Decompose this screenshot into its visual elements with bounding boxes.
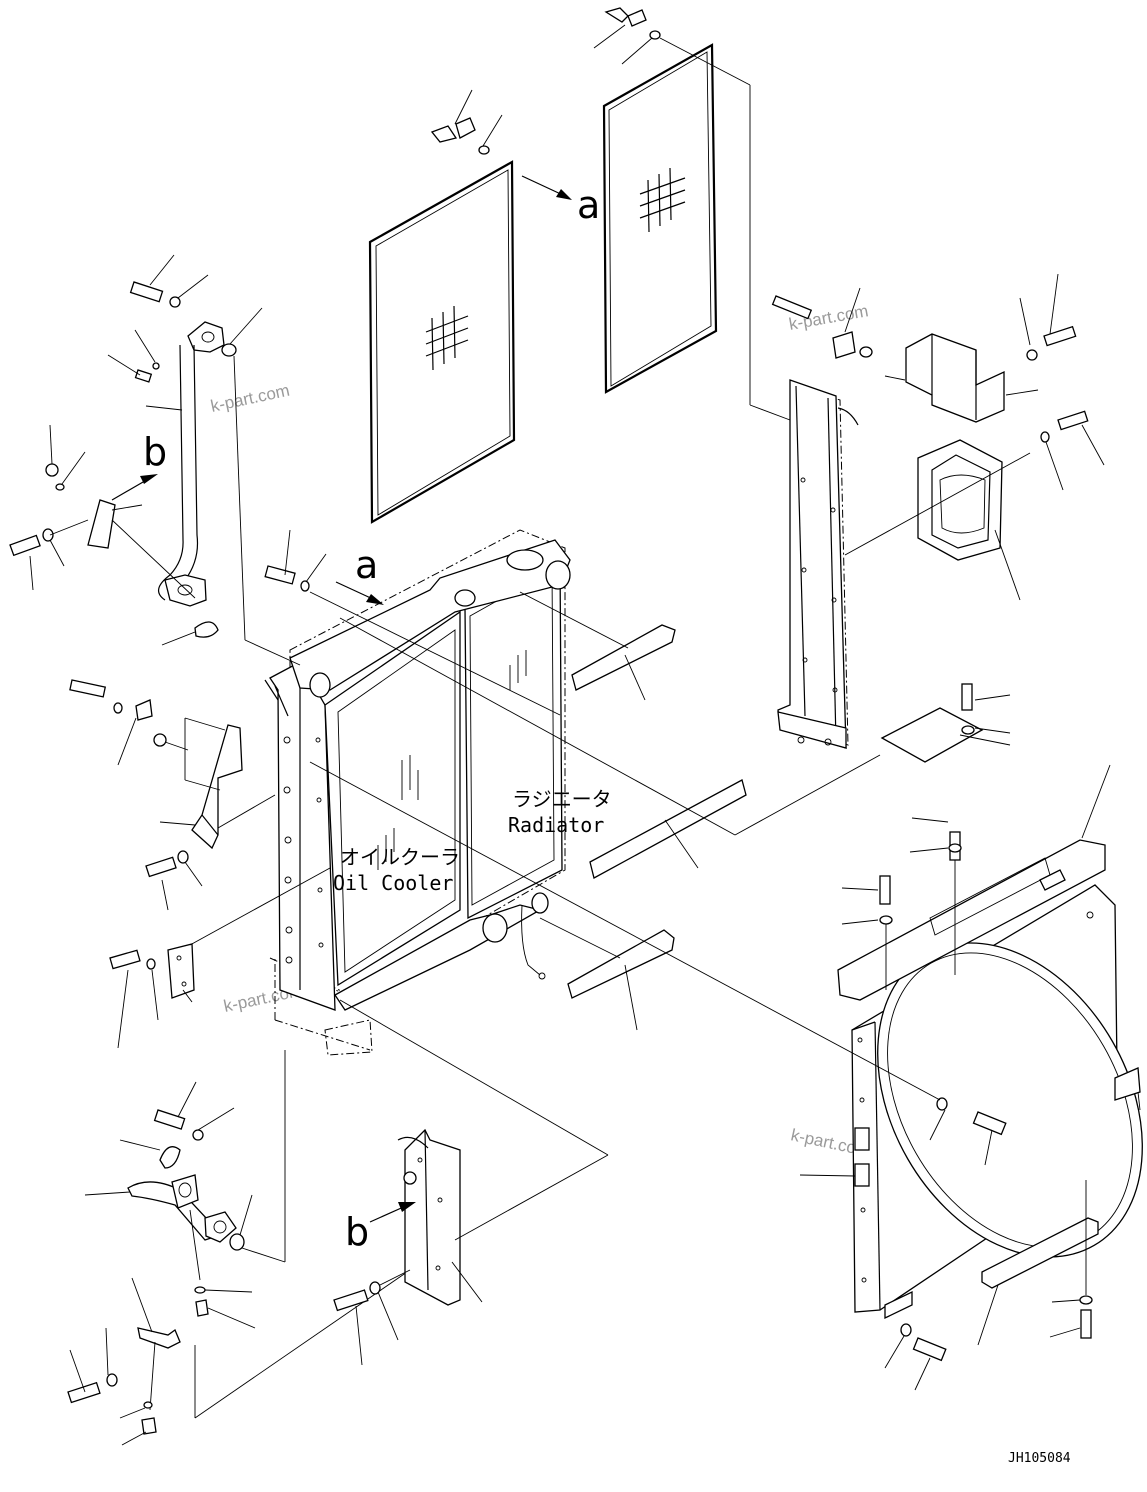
bolt-radiator-top: [264, 529, 561, 716]
bolt-pipe-lower: [153, 1081, 235, 1141]
view-a-label-2: a: [355, 543, 378, 587]
view-b-arrow: b: [111, 430, 167, 501]
bracket-small-top: [771, 287, 873, 359]
radiator-label: ラジエータ Radiator: [508, 787, 612, 837]
bolt-shroud-side: [309, 761, 1007, 1166]
fan-shroud: [799, 884, 1143, 1320]
wing-bolt-top: [593, 7, 791, 421]
bracket-pipe: [9, 424, 143, 591]
bolt-left-mid-top: [69, 679, 189, 766]
bolt-pipe-upper: [129, 254, 209, 308]
view-b-arrow-2: b: [345, 1202, 416, 1254]
bolt-right-1: [1019, 273, 1077, 361]
radiator-en-label: Radiator: [508, 813, 604, 837]
seal-strip-1: [519, 591, 676, 701]
radiator-fins-icon: [377, 650, 527, 870]
clip-lower: [131, 1277, 181, 1411]
view-a-arrow-radiator: a: [335, 543, 384, 605]
shroud-top-rail: [837, 764, 1111, 1001]
clamp-pipe: [161, 621, 219, 646]
view-b-label-2: b: [345, 1210, 369, 1254]
bolts-shroud: [841, 683, 1011, 990]
view-a-label: a: [577, 183, 600, 227]
seal-strip-2: [589, 779, 747, 879]
drawing-code: JH105084: [1008, 1451, 1071, 1466]
bolt-pipe-small: [107, 329, 160, 383]
plate-left-mid: [109, 867, 331, 1049]
screen-mesh-icon: [639, 167, 686, 233]
bolt-lower-left: [67, 1327, 157, 1446]
oil-cooler-jp-label: オイルクーラ: [340, 845, 460, 869]
seal-strip-3: [539, 917, 675, 1031]
shroud-bottom-plate: [977, 1217, 1099, 1346]
screen-right: [602, 43, 718, 394]
radiator-jp-label: ラジエータ: [512, 787, 612, 811]
view-b-label: b: [143, 430, 167, 474]
bolt-right-2: [1040, 410, 1105, 491]
side-panel-right: [777, 379, 859, 749]
oil-pipe-lower: [84, 1050, 286, 1281]
watermark-1: k-part.com: [209, 381, 291, 416]
wing-bolt-left: [430, 89, 503, 155]
view-a-arrow-top: a: [521, 175, 600, 227]
drain-plug: [194, 1286, 256, 1329]
screen-left: [368, 160, 516, 524]
bracket-left-mid: [159, 717, 276, 850]
oil-cooler-en-label: Oil Cooler: [333, 871, 453, 895]
oil-cooler-label: オイルクーラ Oil Cooler: [333, 845, 460, 895]
radiator-core: [264, 529, 571, 1056]
bolt-center-bottom: [333, 1269, 411, 1366]
bolt-left-mid-bottom: [145, 850, 203, 911]
shroud-cover: [880, 707, 1011, 763]
bracket-top-right: [884, 333, 1039, 423]
oil-pipe-upper: [145, 307, 301, 666]
bracket-center-bottom: [397, 1128, 483, 1306]
bolt-shroud-bottom: [884, 1180, 1093, 1391]
cover-plate-right: [917, 439, 1021, 601]
screen-mesh-icon: [425, 305, 469, 371]
